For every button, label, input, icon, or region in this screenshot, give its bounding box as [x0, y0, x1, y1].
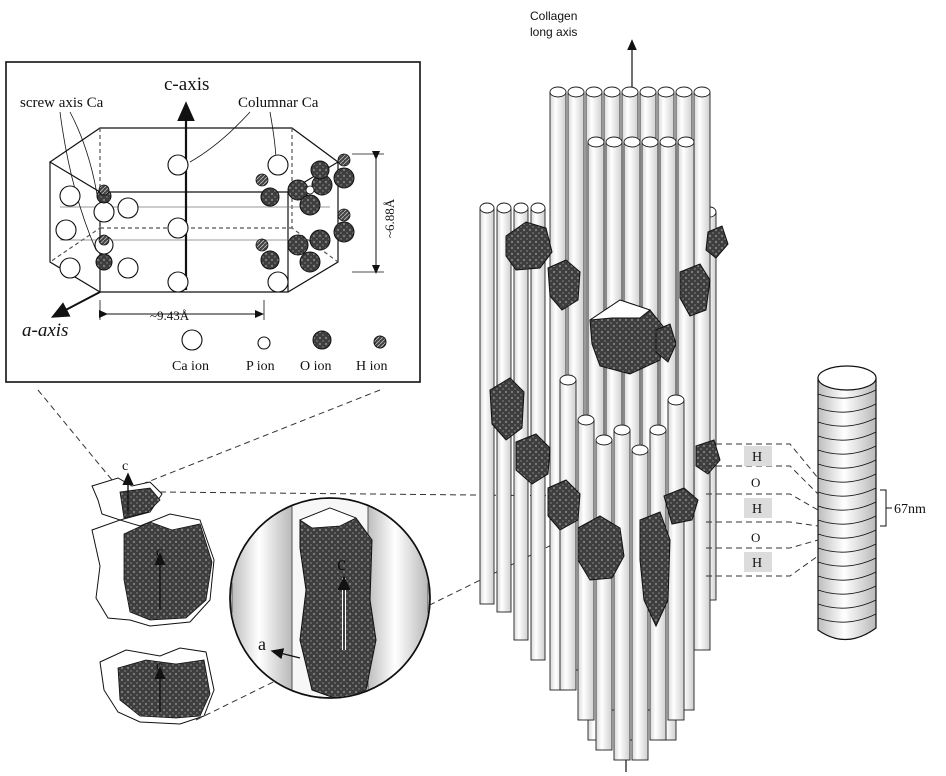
inset-frame	[5, 61, 421, 383]
fibril-band-stripe	[817, 459, 877, 469]
fibril-band-stripe	[817, 585, 877, 595]
fibril-band-stripe	[817, 473, 877, 483]
legend-h-label: H ion	[356, 359, 388, 374]
fibril-band-stripe	[817, 487, 877, 497]
o-ion-icon	[312, 330, 332, 350]
fibril-band-stripe	[817, 501, 877, 511]
platelet-top-c: c	[122, 459, 128, 474]
screw-axis-label: screw axis Ca	[20, 95, 104, 111]
width-dim-label: ~9.43Å	[150, 308, 190, 323]
fibril-band-stripe	[817, 599, 877, 609]
ion-legend: Ca ion P ion O ion H ion	[172, 329, 388, 374]
fibril-band-stripe	[817, 543, 877, 553]
inset-connectors	[37, 389, 381, 486]
legend-p-label: P ion	[246, 359, 275, 374]
collagen-axis-line2: long axis	[530, 25, 577, 39]
banded-fibril	[817, 365, 877, 641]
band-callouts	[706, 443, 819, 577]
magnifier-c: c	[337, 553, 346, 575]
a-axis-label: a-axis	[22, 320, 68, 341]
fibril-band-stripe	[817, 515, 877, 525]
unit-cell-inset: c-axis a-axis screw axis Ca Columnar Ca	[5, 61, 421, 383]
height-dimension: ~6.88Å	[352, 151, 397, 274]
collagen-fibril-rod	[595, 434, 613, 751]
band-label-3: O	[751, 530, 760, 545]
fibril-band-stripe	[817, 529, 877, 539]
band-label-1: O	[751, 475, 760, 490]
collagen-fibril-rod	[667, 394, 685, 721]
platelet-top: c	[91, 459, 163, 521]
height-dim-label: ~6.88Å	[382, 198, 397, 238]
columnar-ca-label: Columnar Ca	[238, 95, 319, 111]
collagen-fibril-rod	[613, 424, 631, 761]
mineral-clusters	[489, 221, 729, 628]
c-axis-arrow: c-axis	[164, 74, 209, 290]
band-label-0: H	[752, 450, 762, 465]
fibril-band-stripe	[817, 557, 877, 567]
band-label-2: H	[752, 502, 762, 517]
h-ions	[98, 153, 351, 252]
platelet-bottom: c	[99, 647, 215, 725]
fibril-band-stripe	[817, 403, 877, 413]
p-ion-icon	[257, 336, 271, 350]
band-label-4: H	[752, 556, 762, 571]
collagen-fibril-rod	[530, 202, 546, 661]
ca-ion-icon	[181, 329, 203, 351]
band-labels: H O H O H	[744, 446, 772, 572]
collagen-fibril-rod	[559, 374, 577, 691]
fibril-band-stripe	[817, 389, 877, 399]
magnifier-a: a	[258, 634, 266, 654]
a-axis-arrow: a-axis	[22, 291, 101, 341]
fibril-band-stripe	[817, 613, 877, 623]
fibril-band-stripe	[817, 431, 877, 441]
fibril-band-stripe	[817, 445, 877, 455]
h-ion-icon	[373, 335, 387, 349]
legend-o-label: O ion	[300, 359, 332, 374]
o-ions	[95, 160, 355, 273]
width-dimension: ~9.43Å	[99, 300, 265, 323]
fibril-band-stripe	[817, 417, 877, 427]
c-axis-label: c-axis	[164, 74, 209, 95]
collagen-fibril-rod	[693, 86, 711, 651]
period-label: 67nm	[894, 502, 926, 517]
platelet-bottom-c: c	[156, 659, 162, 674]
period-bracket: 67nm	[880, 489, 926, 527]
crystal-platelets: c c c	[91, 459, 215, 725]
collagen-axis-line1: Collagen	[530, 9, 577, 23]
fibril-bundle	[479, 86, 717, 761]
platelet-middle-c: c	[156, 545, 162, 560]
legend-ca-label: Ca ion	[172, 359, 209, 374]
magnifier: c a	[229, 497, 431, 699]
platelet-middle: c	[91, 513, 215, 627]
fibril-band-stripe	[817, 571, 877, 581]
